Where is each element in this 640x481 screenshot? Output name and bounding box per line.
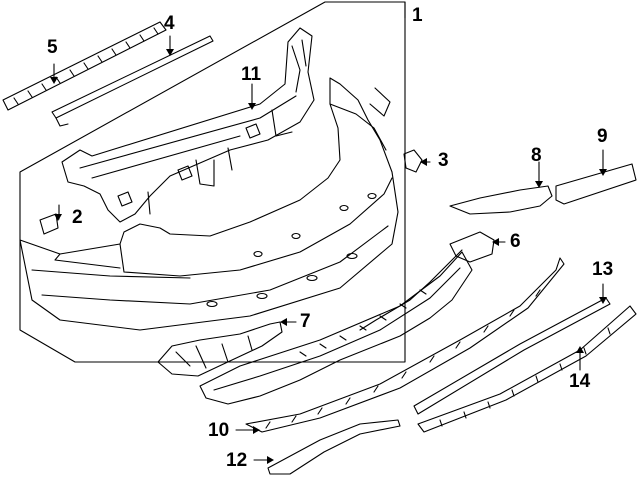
part-4-strip (51, 35, 214, 127)
part-diffuser (199, 251, 473, 405)
part-13-strip (413, 297, 611, 415)
leader-arrowheads (50, 49, 607, 464)
callout-9: 9 (597, 126, 608, 147)
part-12-trim (267, 419, 401, 475)
callout-3: 3 (438, 150, 449, 171)
callout-1: 1 (412, 5, 423, 26)
part-11-absorber (61, 27, 315, 223)
part-7-bracket (157, 321, 283, 377)
callout-2: 2 (72, 207, 83, 228)
callout-4: 4 (164, 13, 175, 34)
callout-10: 10 (208, 420, 230, 441)
callout-5: 5 (47, 37, 58, 58)
part-2-cap (39, 213, 59, 235)
part-9-reflector (555, 163, 637, 205)
callout-12: 12 (226, 450, 248, 471)
part-8-reflector (449, 185, 553, 215)
callout-11: 11 (241, 64, 262, 85)
callout-8: 8 (531, 145, 542, 166)
part-6-bracket (359, 231, 495, 331)
part-3-cap (403, 149, 423, 173)
part-5-clip-strip (2, 21, 167, 111)
part-1-bumper-cover (19, 77, 399, 331)
callout-14: 14 (569, 371, 591, 392)
part-14-strip (417, 305, 637, 433)
callout-13: 13 (592, 259, 614, 280)
leader-lines (53, 1, 604, 461)
callout-7: 7 (300, 311, 311, 332)
assembly-bracket-lines (19, 1, 406, 363)
part-10-molding (245, 257, 565, 433)
callout-6: 6 (510, 231, 521, 252)
